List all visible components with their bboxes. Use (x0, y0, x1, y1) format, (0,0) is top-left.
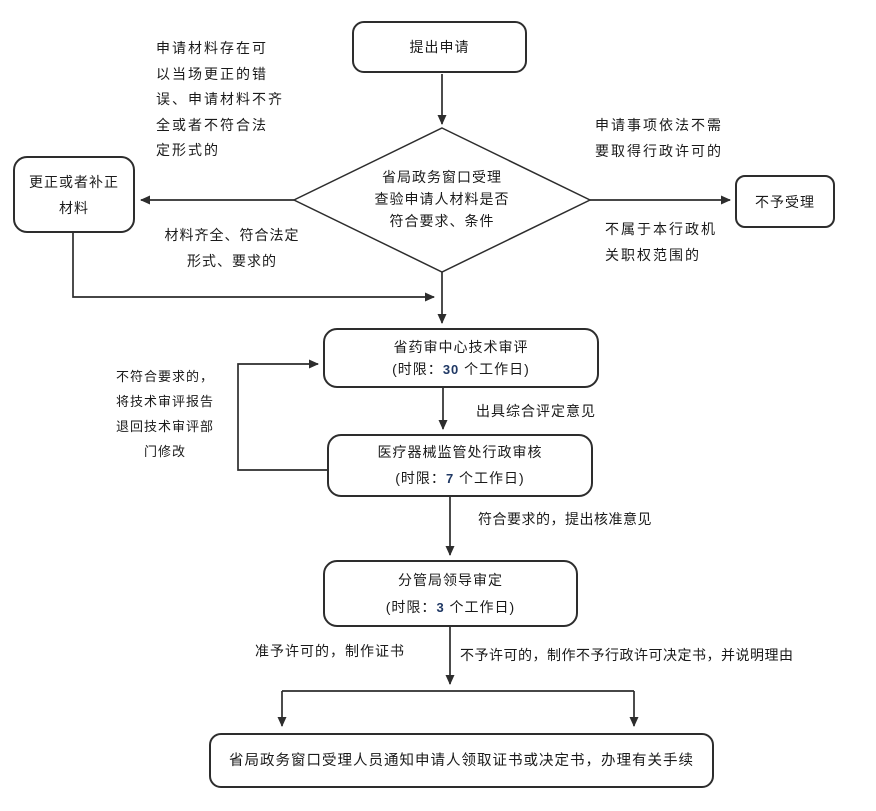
node-tech-review-title: 省药审中心技术审评 (393, 338, 529, 355)
edge-label-grant-certificate: 准予许可的，制作证书 (255, 643, 405, 659)
limit-prefix: (时限： (385, 598, 437, 615)
edge-label-materials-qualified: 材料齐全、符合法定 形式、要求的 (164, 227, 300, 269)
limit-prefix: (时限： (392, 360, 443, 377)
node-decision-window-check: 省局政务窗口受理 查验申请人材料是否 符合要求、条件 (374, 169, 510, 229)
limit-suffix: 个工作日) (444, 598, 516, 615)
arrow-correct-to-mainline (72, 233, 435, 302)
node-not-accepted: 不予受理 (735, 175, 835, 228)
edge-label-correctable-errors: 申请材料存在可 以当场更正的错 误、申请材料不齐 全或者不符合法 定形式的 (156, 40, 284, 158)
edge-label-return-for-revision: 不符合要求的， 将技术审评报告 退回技术审评部 门修改 (115, 369, 214, 459)
node-admin-review-limit: (时限：7 个工作日) (395, 465, 524, 492)
node-correct-materials-label: 更正或者补正 材料 (29, 173, 119, 216)
node-leader-approval-limit: (时限：3 个工作日) (386, 594, 515, 621)
node-submit-application: 提出申请 (352, 21, 527, 73)
node-tech-review-limit: (时限：30 个工作日) (392, 358, 530, 381)
limit-suffix: 个工作日) (459, 360, 530, 377)
node-submit-application-label: 提出申请 (409, 39, 470, 55)
edge-label-approval-opinion: 符合要求的，提出核准意见 (478, 511, 652, 527)
node-admin-review-title: 医疗器械监管处行政审核 (377, 444, 543, 460)
node-tech-review: 省药审中心技术审评 (时限：30 个工作日) (323, 328, 599, 388)
node-correct-materials: 更正或者补正 材料 (13, 156, 135, 233)
node-leader-approval: 分管局领导审定 (时限：3 个工作日) (323, 560, 578, 627)
edge-label-no-license-needed: 申请事项依法不需 要取得行政许可的 (595, 117, 723, 159)
edge-label-out-of-scope: 不属于本行政机 关职权范围的 (605, 221, 717, 263)
node-notify-applicant-label: 省局政务窗口受理人员通知申请人领取证书或决定书，办理有关手续 (229, 752, 694, 769)
limit-days: 3 (436, 599, 445, 615)
node-admin-review: 医疗器械监管处行政审核 (时限：7 个工作日) (327, 434, 593, 497)
node-not-accepted-label: 不予受理 (755, 193, 815, 210)
limit-prefix: (时限： (395, 470, 446, 486)
arrow-admin-return-to-tech (237, 359, 327, 471)
edge-label-comprehensive-opinion: 出具综合评定意见 (476, 403, 596, 419)
edge-label-deny-decision: 不予许可的，制作不予行政许可决定书，并说明理由 (460, 647, 794, 663)
limit-days: 30 (442, 361, 460, 377)
node-leader-approval-title: 分管局领导审定 (398, 571, 503, 588)
node-notify-applicant: 省局政务窗口受理人员通知申请人领取证书或决定书，办理有关手续 (209, 733, 714, 788)
limit-days: 7 (445, 471, 455, 486)
limit-suffix: 个工作日) (454, 470, 525, 486)
